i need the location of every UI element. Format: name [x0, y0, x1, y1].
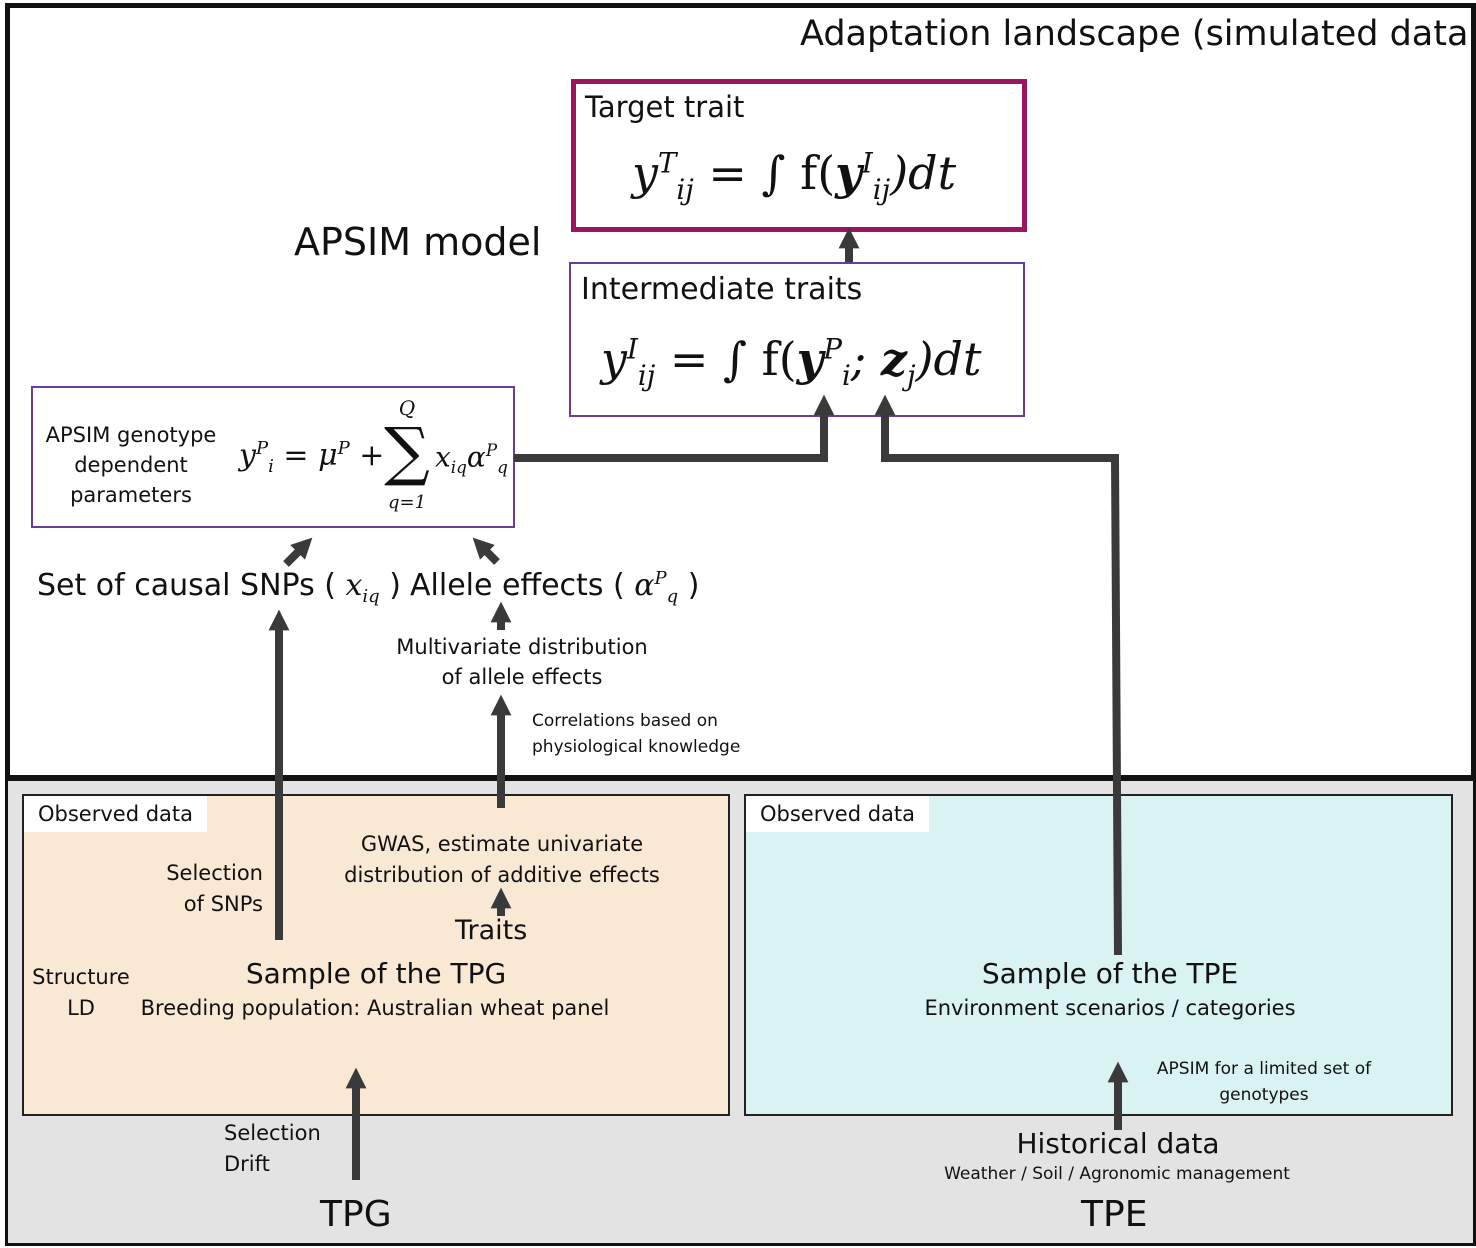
correlations-note: Correlations based on physiological know…: [532, 711, 741, 757]
target-trait-box: Target trait yTij = ∫ f(yIij)dt: [571, 79, 1027, 232]
observed-data-label-left: Observed data: [24, 796, 208, 832]
causal-snps-label: Set of causal SNPs ( xiq ): [37, 568, 401, 607]
selection-of-snps-label: Selection of SNPs: [166, 861, 263, 916]
genotype-equation-left: yPi = μP +: [239, 438, 385, 477]
historical-data-label: Historical data: [1016, 1127, 1220, 1160]
allele-effects-label: Allele effects ( αPq ): [410, 568, 700, 607]
apsim-model-label: APSIM model: [294, 220, 542, 264]
sum-symbol: ∑: [384, 415, 430, 489]
intermediate-traits-label: Intermediate traits: [581, 272, 863, 307]
historical-data-subtitle: Weather / Soil / Agronomic management: [944, 1164, 1290, 1184]
sample-tpe-subtitle: Environment scenarios / categories: [924, 996, 1296, 1020]
observed-data-tpe-panel: Observed data: [744, 794, 1453, 1116]
target-trait-equation: yTij = ∫ f(yIij)dt: [632, 146, 957, 207]
traits-label: Traits: [455, 915, 528, 946]
sum-upper-limit: Q: [398, 396, 416, 420]
genotype-equation-right: xiqαPq: [435, 440, 508, 477]
genotype-parameters-box: APSIM genotype dependent parameters yPi …: [31, 386, 515, 528]
gwas-label: GWAS, estimate univariate distribution o…: [344, 832, 660, 887]
apsim-limited-genotypes-note: APSIM for a limited set of genotypes: [1156, 1059, 1372, 1105]
arrow-genotype-to-intermediate: [514, 394, 835, 462]
multivariate-distribution-label: Multivariate distribution of allele effe…: [396, 635, 648, 689]
sample-tpg-subtitle: Breeding population: Australian wheat pa…: [140, 996, 610, 1020]
sum-lower-limit: q=1: [387, 492, 427, 513]
observed-data-label-right: Observed data: [746, 796, 930, 832]
intermediate-traits-equation: yIij = ∫ f(yPi; zj)dt: [601, 332, 982, 393]
structure-ld-label: Structure LD: [32, 965, 130, 1020]
observed-data-tpg-panel: Observed data: [22, 794, 730, 1116]
tpe-label: TPE: [1081, 1194, 1148, 1235]
arrow-alleles-to-genotype: [472, 537, 500, 565]
genotype-parameters-label: APSIM genotype dependent parameters: [45, 423, 217, 507]
arrow-snps-to-genotype: [283, 537, 313, 567]
sample-tpg-title: Sample of the TPG: [245, 957, 507, 990]
target-trait-label: Target trait: [585, 90, 745, 124]
arrow-tpe-to-intermediate: [874, 394, 1122, 956]
intermediate-traits-box: Intermediate traits yIij = ∫ f(yPi; zj)d…: [569, 262, 1025, 417]
selection-drift-label: Selection Drift: [224, 1121, 321, 1176]
tpg-label: TPG: [320, 1194, 392, 1235]
diagram-title: Adaptation landscape (simulated data): [800, 14, 1476, 54]
sample-tpe-title: Sample of the TPE: [981, 957, 1239, 990]
